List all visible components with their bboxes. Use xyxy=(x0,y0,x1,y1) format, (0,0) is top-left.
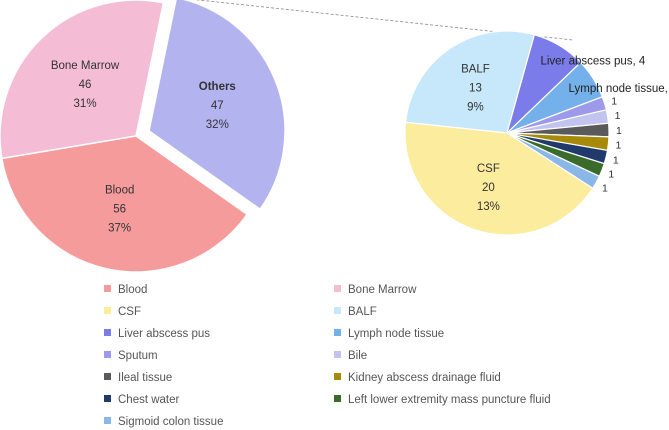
label-blood-value: 56 xyxy=(113,204,126,216)
legend-label: Sigmoid colon tissue xyxy=(118,416,224,428)
label-chest-water: 1 xyxy=(613,154,619,166)
legend-label: Bile xyxy=(348,350,368,362)
legend-label: Chest water xyxy=(118,394,180,406)
legend-item-chest-water: Chest water xyxy=(104,392,179,408)
legend-swatch xyxy=(334,285,341,293)
label-blood-name: Blood xyxy=(105,185,134,197)
label-others-percent: 32% xyxy=(206,119,229,131)
label-csf-name: CSF xyxy=(477,163,500,175)
legend-item-lymph-node-tissue: Lymph node tissue xyxy=(334,326,444,342)
pie-slice-blood xyxy=(1,135,249,273)
data-labels: Bone Marrow 46 31% Others 47 32% Blood 56 37% BAL… xyxy=(51,55,669,234)
label-bone-marrow-name: Bone Marrow xyxy=(51,60,120,72)
pie-slice-bone-marrow xyxy=(0,0,165,160)
legend-label: Left lower extremity mass puncture fluid xyxy=(348,394,551,406)
label-csf-percent: 13% xyxy=(477,201,500,213)
label-others-value: 47 xyxy=(211,100,224,112)
legend-label: Lymph node tissue xyxy=(348,328,445,340)
legend-label: Ileal tissue xyxy=(118,372,173,384)
pie-slice-others xyxy=(148,0,286,211)
legend-label: CSF xyxy=(118,306,141,318)
legend-item-sputum: Sputum xyxy=(104,348,158,364)
legend-item-ileal-tissue: Ileal tissue xyxy=(104,370,172,386)
label-bile: 1 xyxy=(615,110,621,122)
legend-label: Sputum xyxy=(118,350,158,362)
legend-label: BALF xyxy=(348,306,377,318)
label-left-lower-extremity-mass-puncture-fluid: 1 xyxy=(608,169,614,181)
label-sputum: 1 xyxy=(611,95,617,107)
legend-item-balf: BALF xyxy=(334,304,377,320)
legend-item-left-lower-extremity-mass-puncture-fluid: Left lower extremity mass puncture fluid xyxy=(334,392,551,408)
legend-item-liver-abscess-pus: Liver abscess pus xyxy=(104,326,210,342)
legend-item-kidney-abscess-drainage-fluid: Kidney abscess drainage fluid xyxy=(334,370,501,386)
pie-of-pie-chart: Bone Marrow 46 31% Others 47 32% Blood 56 37% BAL… xyxy=(0,0,669,273)
label-sigmoid-colon-tissue: 1 xyxy=(602,182,608,194)
label-others-name: Others xyxy=(199,81,236,93)
label-balf-name: BALF xyxy=(461,64,490,76)
legend-swatch xyxy=(334,329,341,337)
label-balf-value: 13 xyxy=(469,83,482,95)
legend-label: Bone Marrow xyxy=(348,284,417,296)
label-ileal-tissue: 1 xyxy=(616,125,622,137)
secondary-pie xyxy=(404,30,610,236)
legend-item-csf: CSF xyxy=(104,304,141,320)
legend-label: Blood xyxy=(118,284,148,296)
legend-swatch xyxy=(104,285,111,293)
label-bone-marrow-value: 46 xyxy=(79,79,92,91)
legend-swatch xyxy=(334,307,341,315)
label-blood-percent: 37% xyxy=(108,223,131,235)
label-balf-percent: 9% xyxy=(467,102,484,114)
legend-swatch xyxy=(334,351,341,359)
legend-item-bile: Bile xyxy=(334,348,367,364)
label-lymph-node-tissue: Lymph node tissue, 3 xyxy=(569,83,669,95)
label-liver-abscess-pus: Liver abscess pus, 4 xyxy=(540,55,645,67)
main-pie xyxy=(0,0,286,273)
legend-swatch xyxy=(334,395,341,403)
legend-item-blood: Blood xyxy=(104,282,147,298)
legend-item-bone-marrow: Bone Marrow xyxy=(334,282,416,298)
legend-swatch xyxy=(104,351,111,359)
legend-item-sigmoid-colon-tissue: Sigmoid colon tissue xyxy=(104,414,223,430)
legend-swatch xyxy=(104,329,111,337)
secondary-slice-csf xyxy=(404,121,594,236)
legend-label: Liver abscess pus xyxy=(118,328,211,340)
label-bone-marrow-percent: 31% xyxy=(74,98,97,110)
legend-swatch xyxy=(104,373,111,381)
label-csf-value: 20 xyxy=(482,182,495,194)
legend-swatch xyxy=(104,417,111,425)
secondary-slice-balf xyxy=(404,30,536,134)
label-kidney-abscess-drainage-fluid: 1 xyxy=(615,140,621,152)
legend-swatch xyxy=(104,307,111,315)
legend-swatch xyxy=(334,373,341,381)
legend-swatch xyxy=(104,395,111,403)
legend-label: Kidney abscess drainage fluid xyxy=(348,372,501,384)
